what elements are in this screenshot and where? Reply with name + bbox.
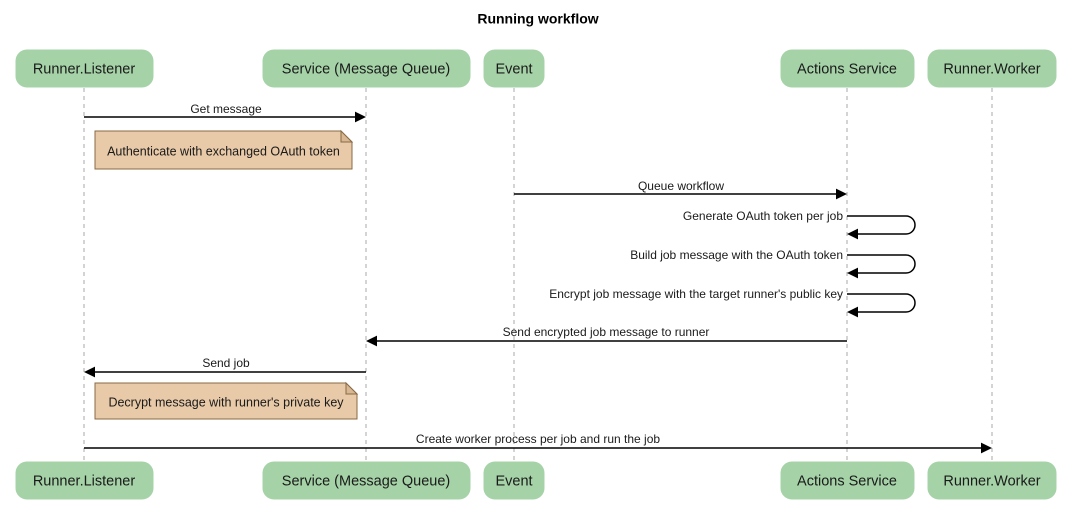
notes-layer: Authenticate with exchanged OAuth tokenD… — [94, 129, 359, 420]
participant-label: Runner.Worker — [943, 61, 1040, 77]
message-0: Get message — [84, 102, 366, 123]
note-label: Decrypt message with runner's private ke… — [108, 395, 344, 409]
page-title: Running workflow — [477, 11, 598, 27]
arrow-head-icon — [836, 188, 847, 200]
message-7: Create worker process per job and run th… — [84, 432, 992, 454]
participant-label: Service (Message Queue) — [282, 61, 450, 77]
participant-box — [15, 461, 154, 500]
note-fold-corner-icon — [345, 381, 359, 395]
participants-footer-layer: Runner.Listener Service (Message Queue) Ev… — [15, 461, 1057, 500]
participant-box — [483, 461, 545, 500]
participant-box — [483, 49, 545, 88]
participant-box — [780, 461, 915, 500]
message-label: Encrypt job message with the target runn… — [549, 287, 843, 301]
note-body — [94, 382, 358, 420]
participant-box — [262, 461, 471, 500]
participants-header-layer: Runner.Listener Service (Message Queue) Ev… — [15, 49, 1057, 88]
participant-label: Runner.Listener — [33, 61, 136, 77]
participant-footer-actions_service[interactable]: Actions Service — [780, 461, 915, 500]
lifelines-layer — [83, 88, 993, 460]
message-6: Send job — [84, 356, 366, 378]
note-0: Authenticate with exchanged OAuth token — [94, 129, 354, 170]
message-label: Build job message with the OAuth token — [630, 248, 843, 262]
participant-footer-runner_listener[interactable]: Runner.Listener — [15, 461, 154, 500]
message-1: Queue workflow — [514, 179, 847, 200]
arrow-head-icon — [847, 267, 858, 279]
message-label: Send job — [202, 356, 250, 370]
participant-footer-event[interactable]: Event — [483, 461, 545, 500]
self-loop-path — [847, 254, 916, 274]
participant-header-event[interactable]: Event — [483, 49, 545, 88]
participant-box — [15, 49, 154, 88]
participant-label: Actions Service — [797, 473, 897, 489]
participant-box — [262, 49, 471, 88]
participant-box — [927, 49, 1057, 88]
participant-header-service_mq[interactable]: Service (Message Queue) — [262, 49, 471, 88]
participant-label: Event — [495, 473, 532, 489]
message-3: Build job message with the OAuth token — [630, 248, 916, 279]
participant-header-actions_service[interactable]: Actions Service — [780, 49, 915, 88]
self-loop-path — [847, 293, 916, 313]
note-fold-corner-icon — [340, 129, 354, 143]
participant-label: Service (Message Queue) — [282, 473, 450, 489]
participant-header-runner_listener[interactable]: Runner.Listener — [15, 49, 154, 88]
message-5: Send encrypted job message to runner — [366, 325, 847, 347]
self-loop-path — [847, 215, 916, 235]
participant-label: Runner.Listener — [33, 473, 136, 489]
note-1: Decrypt message with runner's private ke… — [94, 381, 359, 420]
participant-label: Event — [495, 61, 532, 77]
arrow-head-icon — [847, 306, 858, 318]
message-4: Encrypt job message with the target runn… — [549, 287, 916, 318]
participant-label: Actions Service — [797, 61, 897, 77]
note-label: Authenticate with exchanged OAuth token — [107, 144, 340, 158]
message-label: Queue workflow — [638, 179, 724, 193]
participant-footer-service_mq[interactable]: Service (Message Queue) — [262, 461, 471, 500]
arrow-head-icon — [355, 111, 366, 123]
note-body — [94, 130, 353, 170]
message-label: Send encrypted job message to runner — [503, 325, 710, 339]
participant-footer-runner_worker[interactable]: Runner.Worker — [927, 461, 1057, 500]
participant-label: Runner.Worker — [943, 473, 1040, 489]
message-label: Create worker process per job and run th… — [416, 432, 660, 446]
arrow-head-icon — [84, 366, 95, 378]
participant-box — [927, 461, 1057, 500]
arrow-head-icon — [981, 442, 992, 454]
message-label: Generate OAuth token per job — [683, 209, 843, 223]
participant-header-runner_worker[interactable]: Runner.Worker — [927, 49, 1057, 88]
message-2: Generate OAuth token per job — [683, 209, 916, 240]
arrow-head-icon — [366, 335, 377, 347]
arrow-head-icon — [847, 228, 858, 240]
participant-box — [780, 49, 915, 88]
message-label: Get message — [190, 102, 262, 116]
